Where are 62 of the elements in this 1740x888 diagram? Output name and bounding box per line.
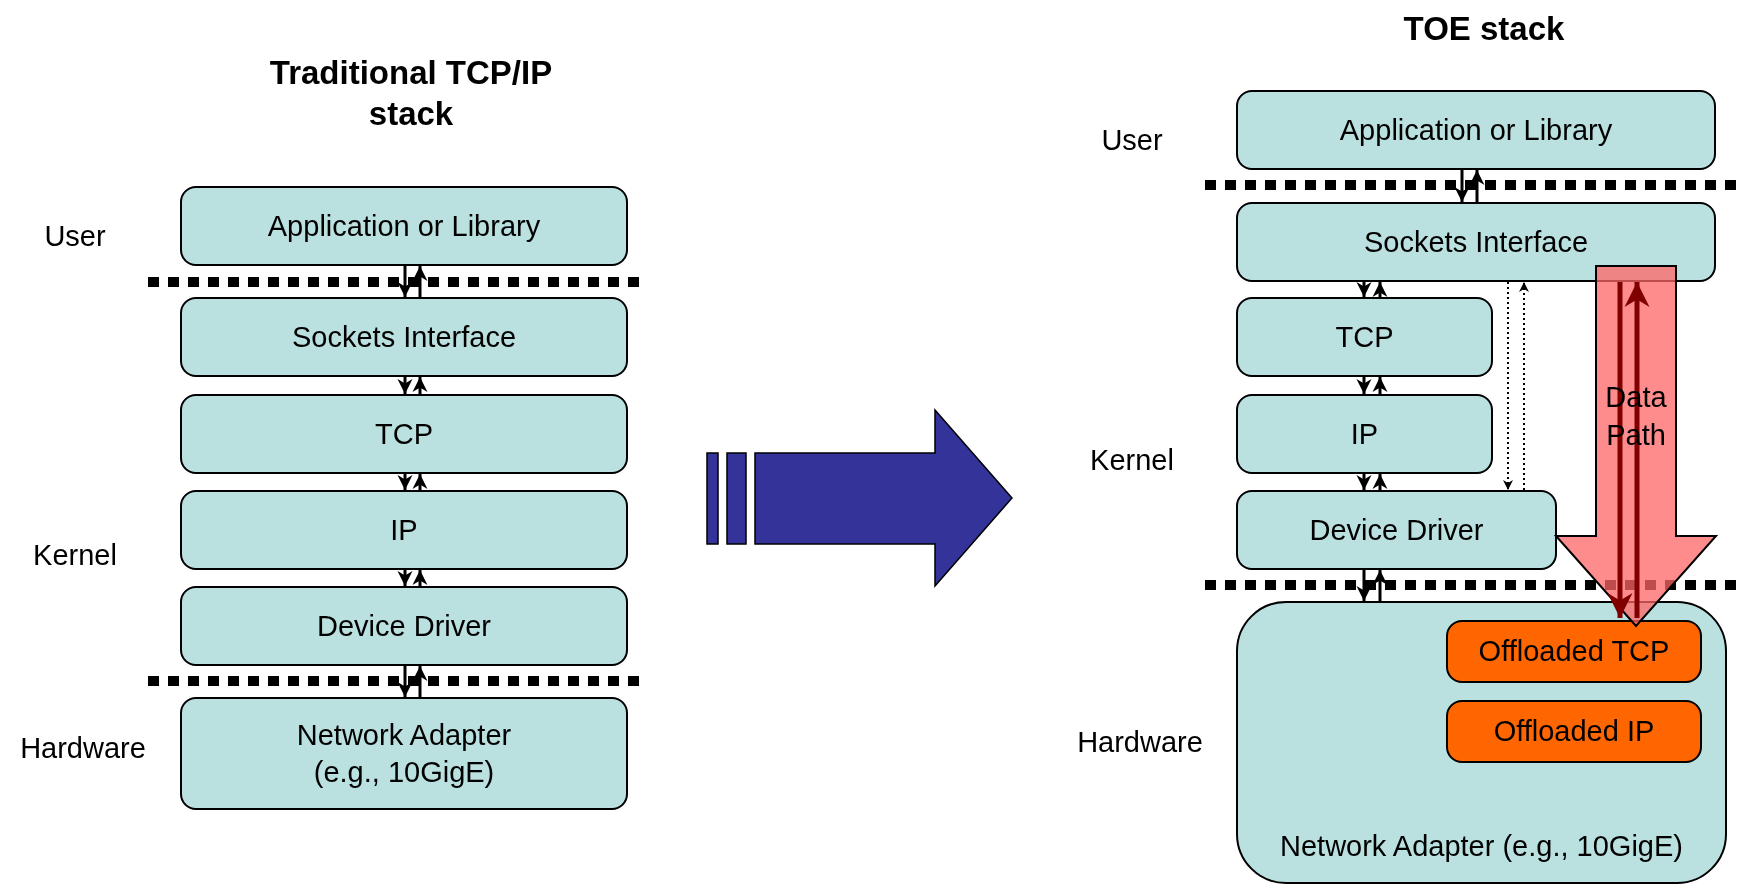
layer-name: Device Driver	[317, 608, 491, 644]
arrow	[412, 474, 428, 490]
layer-label: Hardware	[19, 732, 147, 765]
dotted-arrow	[1503, 281, 1513, 491]
layer-box	[180, 490, 628, 570]
arrow	[1454, 170, 1470, 202]
layer-name: Application or Library	[1339, 112, 1613, 148]
layer-box	[180, 394, 628, 474]
layer-box	[1236, 90, 1716, 170]
arrow	[1372, 474, 1388, 490]
arrow	[1356, 282, 1372, 297]
offload-box	[1446, 620, 1702, 683]
layer-name: IP	[390, 512, 418, 548]
arrow	[397, 474, 413, 490]
arrow	[412, 266, 428, 297]
arrow	[412, 666, 428, 697]
layer-name: TCP	[1335, 319, 1394, 355]
layer-name: Network Adapter (e.g., 10GigE)	[295, 718, 513, 790]
layer-name: Application or Library	[267, 208, 541, 244]
arrow	[1469, 170, 1485, 202]
layer-label: User	[1100, 124, 1164, 157]
layer-name: IP	[1350, 416, 1379, 452]
layer-box	[180, 297, 628, 377]
layer-label: Kernel	[1089, 444, 1175, 477]
layer-label: User	[43, 220, 107, 253]
stack-heading: TOE stack	[1402, 9, 1566, 49]
arrow	[1607, 282, 1633, 618]
offload-box	[1446, 700, 1702, 763]
layer-box	[1236, 601, 1727, 884]
stack-heading: Traditional TCP/IP stack	[268, 53, 554, 135]
arrow	[1624, 282, 1650, 618]
layer-box	[1236, 297, 1493, 377]
layer-box	[1236, 394, 1493, 474]
layer-box	[1236, 202, 1716, 282]
layer-name: Network Adapter (e.g., 10GigE)	[1280, 828, 1683, 864]
arrow	[412, 377, 428, 394]
arrow	[397, 666, 413, 697]
layer-label: Kernel	[32, 539, 118, 572]
dotted-arrow	[1519, 281, 1529, 491]
layer-name: TCP	[375, 416, 433, 452]
layer-name: Sockets Interface	[1363, 224, 1589, 260]
arrow	[397, 570, 413, 586]
layer-name: Device Driver	[1309, 512, 1484, 548]
layer-box	[180, 697, 628, 810]
layer-box	[180, 586, 628, 666]
arrow	[397, 266, 413, 297]
layer-box	[180, 186, 628, 266]
arrow	[412, 570, 428, 586]
layer-box	[1236, 490, 1557, 570]
layer-name: Offloaded IP	[1493, 714, 1655, 750]
arrow	[1372, 377, 1388, 394]
arrow	[1356, 570, 1372, 601]
layer-label: Hardware	[1076, 726, 1204, 759]
arrow	[1372, 282, 1388, 297]
arrow	[397, 377, 413, 394]
data-path-arrow	[1553, 265, 1719, 628]
edge-label: Data Path	[1604, 380, 1668, 453]
layer-name: Offloaded TCP	[1478, 634, 1670, 670]
arrow	[1356, 474, 1372, 490]
arrow	[1356, 377, 1372, 394]
layer-name: Sockets Interface	[291, 319, 517, 355]
arrow	[1372, 570, 1388, 601]
